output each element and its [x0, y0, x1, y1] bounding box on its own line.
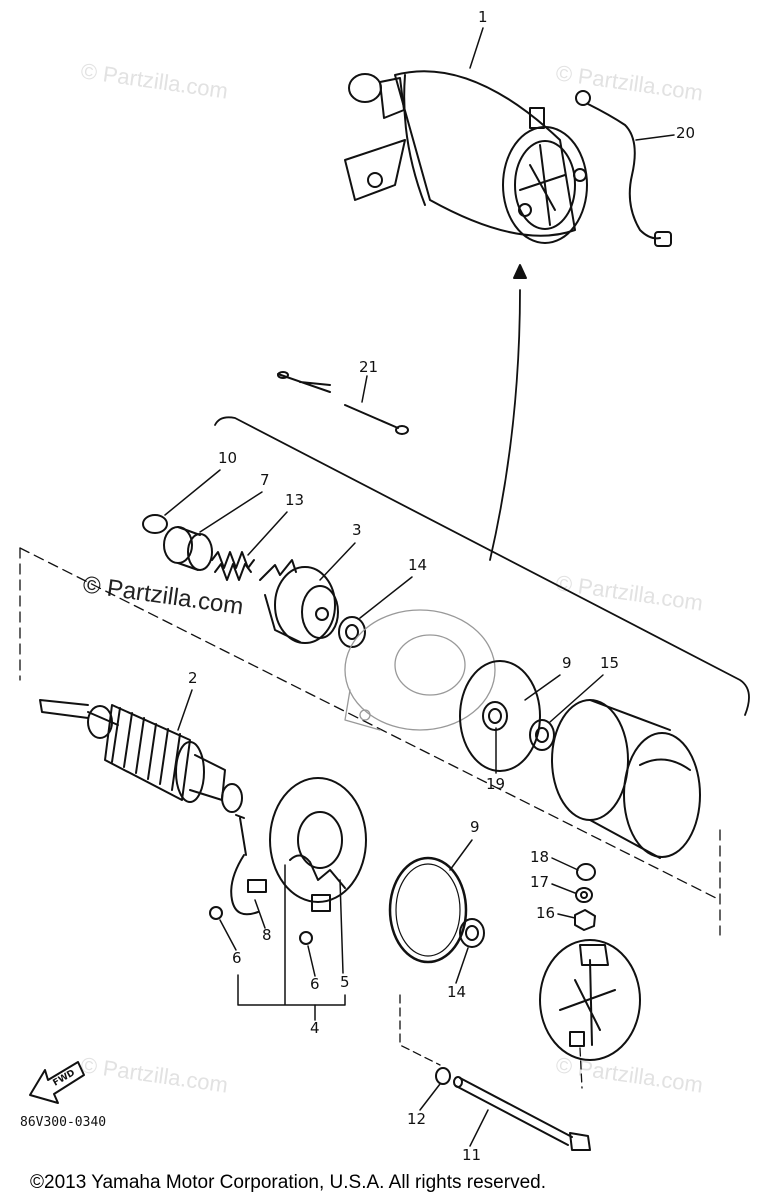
- armature-drawing: [39, 699, 243, 813]
- callout-7: 7: [260, 471, 270, 489]
- callout-19: 19: [486, 775, 505, 793]
- fwd-arrow-icon: [29, 1061, 85, 1104]
- callout-10: 10: [218, 449, 237, 467]
- centerline: [579, 1047, 583, 1089]
- centerline: [19, 547, 721, 901]
- starter-motor-assembly-drawing: [344, 70, 588, 244]
- leader-line: [361, 375, 368, 403]
- callout-12: 12: [407, 1110, 426, 1128]
- callout-14b: 14: [447, 983, 466, 1001]
- callout-11: 11: [462, 1146, 481, 1164]
- leader-line: [419, 1083, 441, 1111]
- leader-line: [557, 913, 576, 919]
- leader-line: [199, 491, 263, 533]
- washer-drawing: [338, 616, 366, 648]
- leader-line: [551, 883, 576, 894]
- leader-line: [449, 839, 473, 871]
- callout-14a: 14: [408, 556, 427, 574]
- callout-20: 20: [676, 124, 695, 142]
- screw-6-drawing: [209, 906, 313, 945]
- leader-line: [549, 674, 604, 723]
- leader-line: [254, 899, 266, 929]
- o-ring-inner: [395, 863, 461, 957]
- callout-21: 21: [359, 358, 378, 376]
- callout-4: 4: [310, 1019, 320, 1037]
- assembly-arrow: [489, 289, 521, 561]
- callout-9a: 9: [562, 654, 572, 672]
- callout-13: 13: [285, 491, 304, 509]
- watermark-dark: © Partzilla.com: [81, 571, 245, 620]
- group-bracket: [214, 416, 750, 716]
- callout-18: 18: [530, 848, 549, 866]
- spring-drawing: [211, 551, 255, 581]
- through-bolt-drawing: [453, 1076, 591, 1151]
- yoke-drawing: [551, 699, 701, 859]
- leader-line: [339, 879, 344, 974]
- watermark: © Partzilla.com: [79, 1052, 229, 1097]
- circlip-drawing: [142, 514, 168, 534]
- leader-line: [319, 542, 356, 581]
- brush-lead-drawing: [277, 371, 409, 435]
- leader-line: [177, 689, 193, 731]
- centerline: [399, 994, 441, 1066]
- pinion-clutch-drawing: [259, 559, 339, 644]
- callout-2: 2: [188, 669, 198, 687]
- plate-drawing: [459, 660, 541, 772]
- callout-3: 3: [352, 521, 362, 539]
- leader-line: [524, 674, 561, 701]
- leader-line: [469, 27, 484, 69]
- leader-line: [359, 576, 413, 619]
- leader-line: [635, 134, 675, 141]
- leader-line: [219, 919, 237, 951]
- callout-5: 5: [340, 973, 350, 991]
- watermark: © Partzilla.com: [79, 58, 229, 103]
- front-cover-drawing: [344, 609, 496, 731]
- callout-16: 16: [536, 904, 555, 922]
- rear-cover-drawing: [539, 939, 641, 1061]
- callout-8: 8: [262, 926, 272, 944]
- callout-6a: 6: [232, 949, 242, 967]
- washer-12-drawing: [435, 1067, 451, 1085]
- callout-9b: 9: [470, 818, 480, 836]
- washer-15-drawing: [529, 719, 555, 751]
- leader-line: [247, 511, 288, 556]
- lead-wire-drawing: [575, 90, 672, 247]
- leader-line: [551, 857, 579, 871]
- diagram-part-code: 86V300-0340: [20, 1115, 106, 1130]
- copyright-notice: ©2013 Yamaha Motor Corporation, U.S.A. A…: [30, 1172, 546, 1193]
- watermark: © Partzilla.com: [554, 570, 704, 615]
- callout-6b: 6: [310, 975, 320, 993]
- o-ring-drawing: [388, 856, 468, 964]
- leader-line: [307, 945, 316, 977]
- watermarks: © Partzilla.com © Partzilla.com © Partzi…: [79, 58, 704, 1097]
- collar-drawing: [163, 526, 213, 571]
- nut-washer-stack-drawing: [574, 863, 596, 931]
- leader-line: [469, 1109, 489, 1147]
- callout-1: 1: [478, 8, 488, 26]
- arrow-head: [513, 264, 527, 279]
- washer-lower-drawing: [459, 918, 485, 948]
- callout-17: 17: [530, 873, 549, 891]
- brush-plate-drawing: [230, 777, 367, 916]
- callout-15: 15: [600, 654, 619, 672]
- leader-line: [164, 469, 221, 516]
- leader-line: [455, 947, 469, 984]
- bracket-4: [237, 864, 346, 1006]
